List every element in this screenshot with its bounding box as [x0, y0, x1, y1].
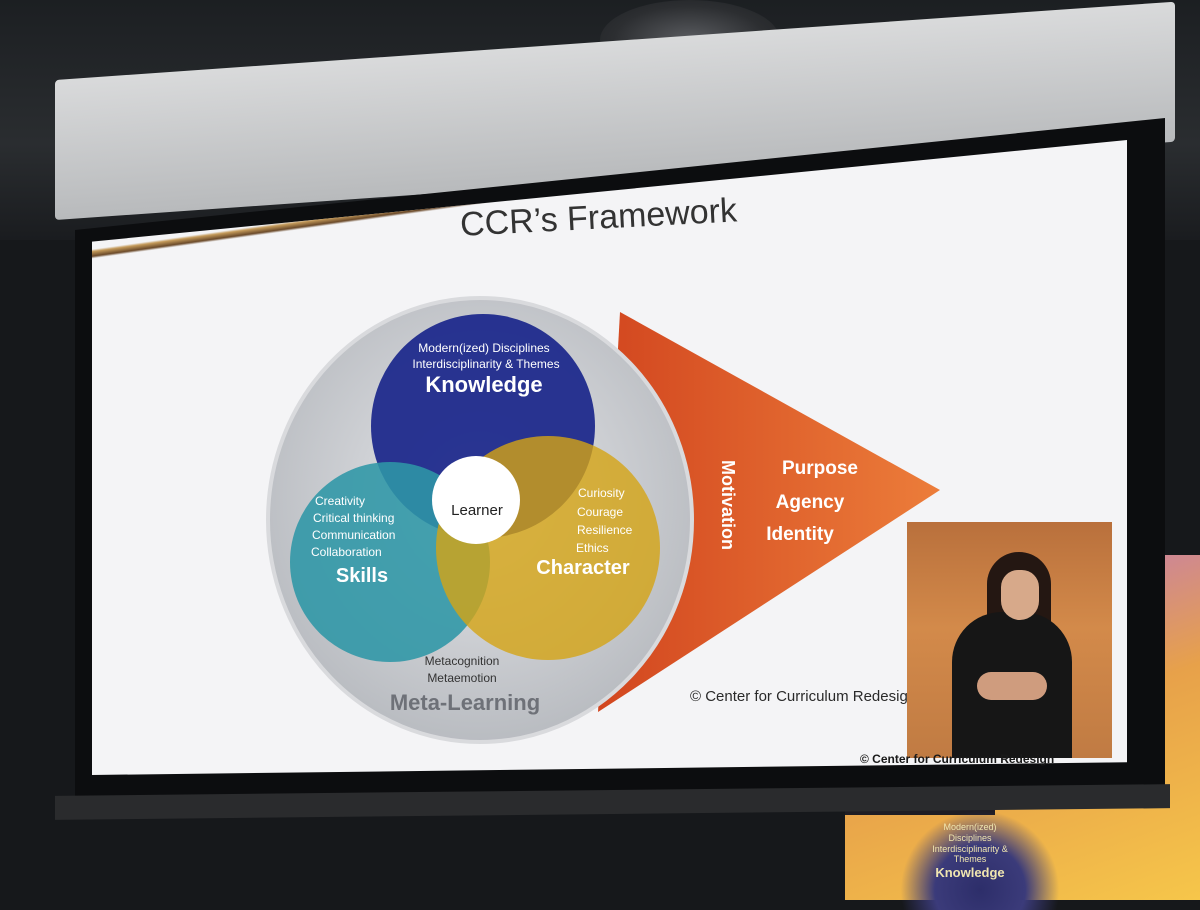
speaker-video-overlay — [907, 522, 1112, 758]
arrow-item-1: Purpose — [782, 458, 858, 479]
knowledge-title: Knowledge — [425, 372, 542, 397]
learner-center — [432, 456, 520, 544]
skills-item-4: Collaboration — [311, 545, 382, 559]
skills-title: Skills — [336, 565, 388, 587]
knowledge-item-1: Modern(ized) Disciplines — [418, 341, 549, 355]
motivation-arrow — [598, 312, 940, 712]
meta-item-2: Metaemotion — [427, 671, 496, 685]
knowledge-item-2: Interdisciplinarity & Themes — [412, 357, 559, 371]
character-item-4: Ethics — [576, 541, 609, 555]
slide-copyright: © Center for Curriculum Redesign — [690, 688, 917, 705]
character-item-1: Curiosity — [578, 486, 625, 500]
motivation-label: Motivation — [718, 460, 738, 550]
learner-label: Learner — [451, 502, 503, 519]
stage-screen-item-2: Interdisciplinarity & Themes — [932, 843, 1008, 865]
meta-item-1: Metacognition — [425, 654, 500, 668]
arrow-item-3: Identity — [766, 524, 834, 545]
stage-screen-diagram — [900, 810, 1060, 910]
stage-screen-text: Modern(ized) Disciplines Interdisciplina… — [930, 822, 1010, 881]
skills-item-1: Creativity — [315, 494, 365, 508]
speaker-hands — [977, 672, 1047, 700]
arrow-item-2: Agency — [776, 492, 845, 513]
speaker-face — [1001, 570, 1039, 620]
skills-item-3: Communication — [312, 528, 395, 542]
character-title: Character — [536, 557, 630, 579]
video-copyright: © Center for Curriculum Redesign — [860, 752, 1055, 766]
stage-screen-title: Knowledge — [935, 865, 1005, 881]
character-item-3: Resilience — [577, 523, 633, 537]
meta-title: Meta-Learning — [390, 690, 540, 715]
character-item-2: Courage — [577, 505, 623, 519]
stage-screen-item-1: Modern(ized) Disciplines — [943, 822, 997, 843]
skills-item-2: Critical thinking — [313, 511, 394, 525]
